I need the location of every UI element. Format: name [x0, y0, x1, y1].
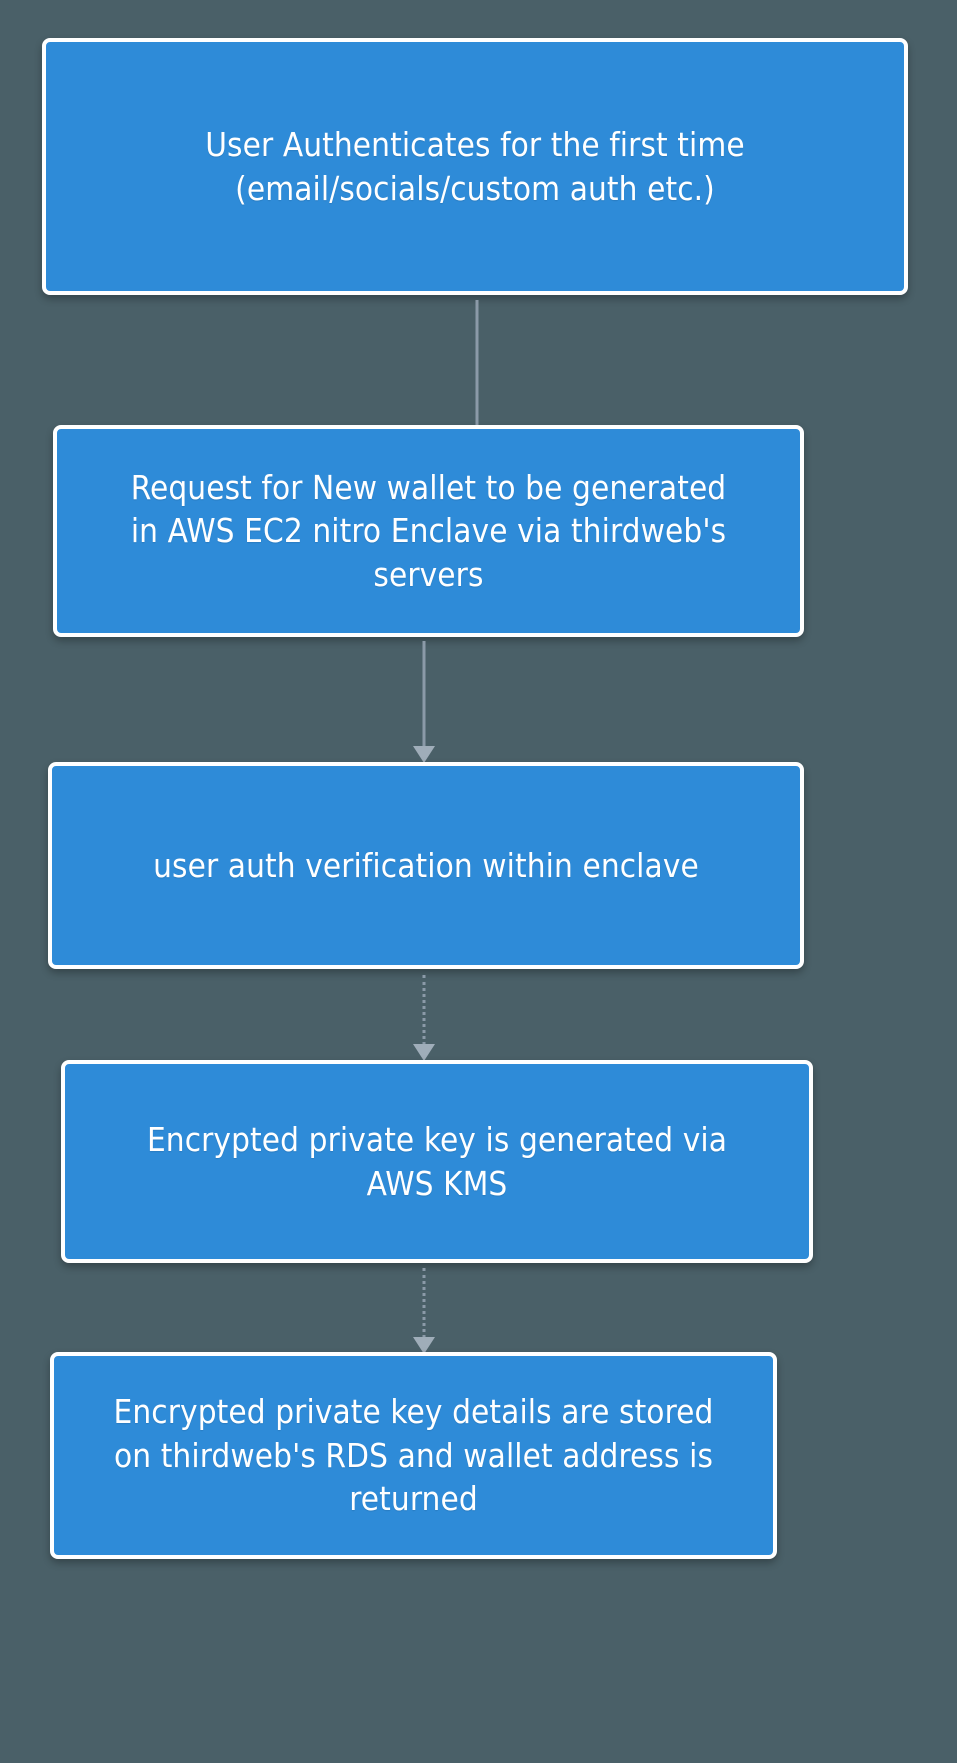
flow-node-auth-verification-in-enclave[interactable]: user auth verification within enclave [48, 762, 804, 969]
flow-edge-arrow-4 [413, 1268, 435, 1354]
flow-node-label: Encrypted private key details are stored… [113, 1392, 714, 1519]
arrow-head-icon [413, 746, 435, 763]
edge-line [422, 975, 426, 1045]
flow-node-label: user auth verification within enclave [153, 845, 699, 885]
edge-line [422, 1268, 426, 1338]
flow-node-request-new-wallet[interactable]: Request for New wallet to be generated i… [53, 425, 804, 637]
flow-node-label: Request for New wallet to be generated i… [130, 467, 727, 594]
flow-node-key-stored-and-address-returned[interactable]: Encrypted private key details are stored… [50, 1352, 777, 1559]
flow-node-label: Encrypted private key is generated via A… [146, 1119, 728, 1203]
flow-node-user-authenticates[interactable]: User Authenticates for the first time (e… [42, 38, 908, 295]
arrow-head-icon [413, 1044, 435, 1061]
flow-node-label: User Authenticates for the first time (e… [205, 124, 745, 208]
flow-edge-arrow-2 [413, 641, 435, 763]
edge-line [422, 641, 426, 747]
flow-node-encrypted-key-generated[interactable]: Encrypted private key is generated via A… [61, 1060, 813, 1263]
flow-edge-arrow-3 [413, 975, 435, 1061]
